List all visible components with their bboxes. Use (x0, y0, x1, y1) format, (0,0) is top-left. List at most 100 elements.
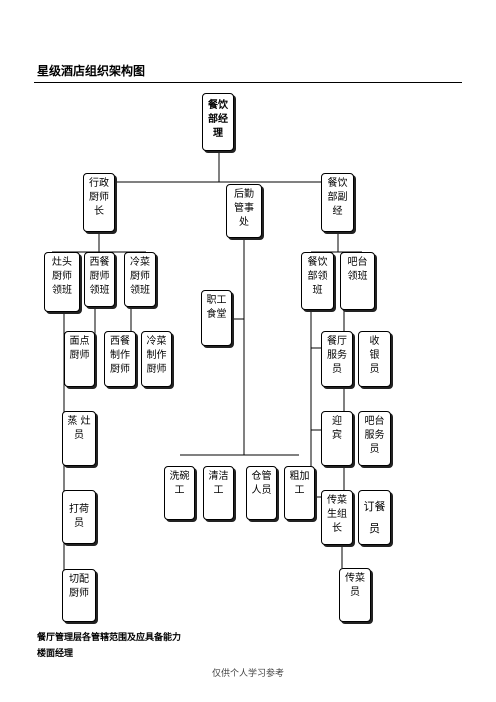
node-text: 长 (94, 206, 104, 217)
node-text: 人员 (251, 485, 272, 496)
node-text: 餐厅 (327, 336, 347, 347)
node-text: 制作 (146, 350, 167, 361)
node-text: 服务 (327, 350, 347, 361)
node-text: 工 (174, 485, 185, 496)
section-heading: 餐厅管理层各管辖范围及应具备能力 (37, 633, 182, 643)
node-logistics-office: 后勤 管事 处 (226, 184, 262, 238)
node-text: 员 (369, 444, 380, 455)
node-runner: 传菜 员 (339, 568, 371, 622)
node-text: 吧台 (364, 416, 385, 427)
node-western-captain: 西餐 厨师 领班 (84, 252, 115, 307)
node-text: 员 (74, 430, 84, 441)
node-text: 切配 (69, 574, 89, 585)
node-text: 厨师 (110, 364, 130, 375)
node-text: 厨师 (146, 364, 167, 375)
node-text: 厨师 (69, 350, 90, 361)
node-text: 灶头 (52, 257, 72, 268)
node-fb-captain: 餐饮 部领 班 (301, 252, 334, 310)
node-text: 员 (369, 521, 380, 535)
node-text: 传菜 (345, 573, 365, 584)
node-fb-manager: 餐饮 部经 理 (202, 93, 234, 151)
node-cashier: 收 银 员 (358, 331, 391, 387)
node-waiter: 餐厅 服务 员 (321, 331, 353, 387)
node-text: 员 (350, 587, 360, 598)
node-text: 服务 (364, 430, 385, 441)
node-bar-captain: 吧台 领班 (340, 252, 375, 310)
node-cutter: 切配 厨师 (62, 569, 96, 622)
node-text: 收 (369, 336, 380, 347)
node-text: 工 (213, 485, 224, 496)
node-text: 餐饮 (208, 100, 228, 111)
node-helper: 打荷 员 (62, 490, 96, 544)
node-text: 厨师 (52, 271, 72, 282)
node-text: 粗加 (289, 471, 310, 482)
node-greeter: 迎 宾 (321, 411, 353, 466)
node-text: 餐饮 (307, 257, 328, 268)
node-text: 领班 (130, 285, 150, 296)
node-pastry-chef: 面点 厨师 (64, 331, 95, 387)
node-western-chef: 西餐 制作 厨师 (104, 331, 136, 387)
node-text: 冷菜 (146, 336, 167, 347)
node-text: 领班 (347, 271, 368, 282)
footer-text: 仅供个人学习参考 (211, 669, 284, 679)
node-text: 后勤 (234, 189, 254, 200)
node-text: 订餐 (363, 499, 386, 513)
node-text: 吧台 (347, 257, 368, 268)
node-text: 员 (369, 364, 380, 375)
node-text: 宾 (332, 430, 342, 441)
node-text: 经 (332, 206, 343, 217)
node-text: 食堂 (206, 309, 227, 320)
node-text: 部副 (327, 192, 348, 203)
node-rough-processing: 粗加 工 (284, 466, 315, 520)
node-stove-captain: 灶头 厨师 领班 (44, 252, 80, 312)
node-text: 传菜 (327, 495, 347, 506)
node-text: 冷菜 (130, 257, 150, 268)
node-text: 蒸 灶 (67, 416, 91, 427)
node-text: 员 (74, 518, 84, 529)
node-text: 厨师 (89, 271, 110, 282)
node-text: 打荷 (69, 504, 89, 515)
node-text: 制作 (110, 350, 130, 361)
node-text: 银 (369, 350, 380, 361)
node-cold-chef: 冷菜 制作 厨师 (141, 331, 172, 387)
node-steamer: 蒸 灶 员 (62, 411, 96, 466)
node-cleaner: 清洁 工 (203, 466, 234, 520)
node-text: 餐饮 (327, 178, 348, 189)
node-text: 洗碗 (169, 471, 190, 482)
node-text: 行政 (89, 178, 109, 189)
node-text: 工 (294, 485, 305, 496)
node-cold-captain: 冷菜 厨师 领班 (124, 252, 156, 307)
node-text: 面点 (69, 336, 90, 347)
node-staff-canteen: 职工 食堂 (201, 290, 232, 346)
node-warehouse-staff: 仓管 人员 (246, 466, 277, 520)
node-text: 领班 (52, 285, 72, 296)
node-text: 西餐 (110, 336, 130, 347)
title-rule (34, 82, 462, 83)
node-runner-leader: 传菜 生组 长 (321, 490, 353, 545)
node-text: 仓管 (251, 471, 272, 482)
node-executive-chef: 行政 厨师 长 (83, 173, 115, 232)
node-text: 职工 (206, 295, 227, 306)
node-text: 班 (312, 285, 323, 296)
node-text: 长 (332, 523, 342, 534)
node-text: 处 (239, 217, 249, 228)
node-text: 部经 (208, 114, 228, 125)
node-text: 厨师 (69, 588, 89, 599)
node-booking-clerk: 订餐 员 (358, 490, 391, 545)
node-text: 员 (332, 364, 342, 375)
node-text: 清洁 (208, 471, 229, 482)
node-bartender: 吧台 服务 员 (358, 411, 391, 466)
node-text: 生组 (327, 509, 347, 520)
node-deputy-manager: 餐饮 部副 经 (321, 173, 354, 232)
node-text: 西餐 (89, 257, 110, 268)
node-text: 厨师 (89, 192, 109, 203)
node-dishwasher: 洗碗 工 (164, 466, 195, 520)
section-subheading: 楼面经理 (37, 649, 74, 659)
node-text: 管事 (234, 203, 254, 214)
page-title: 星级酒店组织架构图 (37, 64, 146, 78)
node-text: 理 (213, 128, 223, 139)
node-text: 部领 (307, 271, 328, 282)
node-text: 迎 (332, 416, 342, 427)
node-text: 厨师 (130, 271, 150, 282)
node-text: 领班 (89, 285, 110, 296)
